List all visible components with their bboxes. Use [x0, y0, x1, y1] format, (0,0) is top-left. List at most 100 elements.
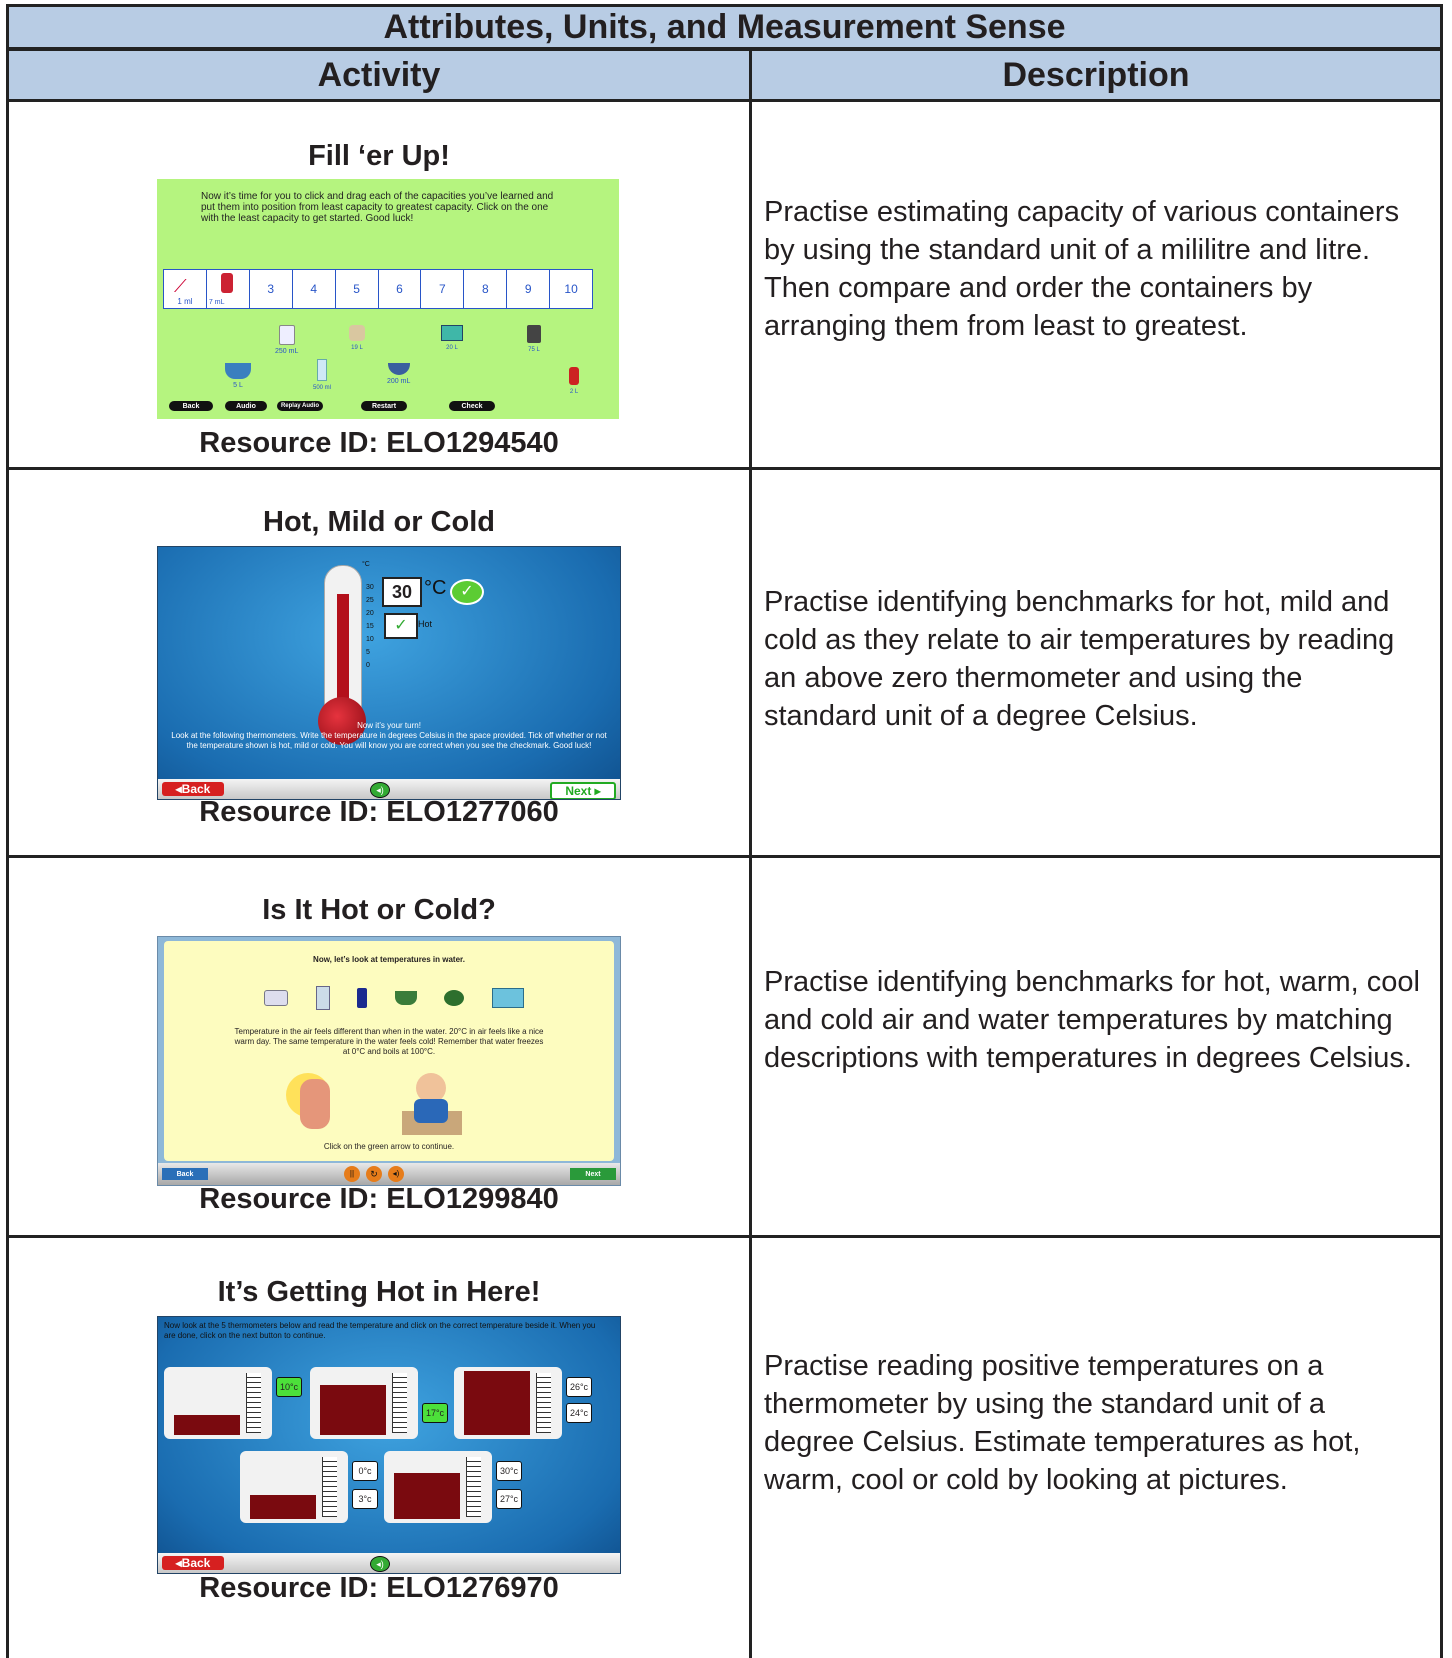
item-bowl[interactable]: 200 mL	[387, 363, 410, 386]
instructions-text: Look at the following thermometers. Writ…	[171, 731, 607, 750]
audio-icon[interactable]: ◂)	[370, 1556, 390, 1572]
description-text: Practise identifying benchmarks for hot,…	[764, 966, 1420, 1074]
glass-icon	[315, 986, 330, 1010]
activity-cell: Fill ‘er Up! Now it’s time for you to cl…	[9, 102, 752, 467]
back-label: Back	[181, 782, 211, 796]
thermometer-card	[240, 1451, 348, 1523]
table-row: Is It Hot or Cold? Now, let’s look at te…	[6, 858, 1443, 1238]
scale-unit: °C	[362, 561, 370, 568]
replay-icon[interactable]: ↻	[366, 1166, 382, 1182]
header-row: Activity Description	[6, 48, 1443, 102]
choice-24c[interactable]: 24°c	[566, 1403, 592, 1423]
slot-7[interactable]: 7	[421, 270, 465, 308]
slot-6[interactable]: 6	[379, 270, 422, 308]
choice-17c[interactable]: 17°c	[422, 1403, 448, 1423]
replay-audio-button[interactable]: Replay Audio	[277, 401, 323, 411]
body-text: Temperature in the air feels different t…	[234, 1027, 544, 1056]
slot-1[interactable]: ⟋1 ml	[164, 270, 207, 308]
table-title: Attributes, Units, and Measurement Sense	[383, 7, 1066, 46]
tea-cup-icon	[394, 991, 417, 1005]
resource-id: Resource ID: ELO1294540	[199, 427, 559, 459]
item-soda-bottle[interactable]: 2 L	[569, 367, 579, 396]
slot-10[interactable]: 10	[564, 282, 578, 296]
back-button[interactable]: ◂ Back	[162, 782, 224, 796]
audio-button[interactable]: Audio	[225, 401, 267, 411]
icon-row	[264, 985, 524, 1011]
content-panel: Now, let’s look at temperatures in water…	[164, 941, 614, 1161]
pause-icon[interactable]: ||	[344, 1166, 360, 1182]
resource-id: Resource ID: ELO1299840	[199, 1183, 559, 1215]
slot-4[interactable]: 4	[293, 270, 336, 308]
next-label: Next	[565, 784, 592, 798]
choice-10c[interactable]: 10°c	[276, 1377, 302, 1397]
item-bucket[interactable]: 5 L	[225, 363, 251, 390]
slot-8[interactable]: 8	[464, 270, 508, 308]
item-toilet[interactable]: 19 L	[349, 325, 365, 352]
thermometer-card	[454, 1367, 562, 1439]
ice-cube-icon	[264, 990, 288, 1006]
slot-5[interactable]: 5	[336, 270, 379, 308]
back-button[interactable]: Back	[169, 401, 213, 411]
item-trashcan[interactable]: 75 L	[527, 325, 541, 354]
button-bar: Back Audio Replay Audio Restart Check	[165, 401, 595, 413]
item-glass[interactable]: 250 mL	[275, 325, 298, 356]
check-icon: ✓	[450, 579, 484, 605]
slot-9[interactable]: 9	[507, 270, 551, 308]
activity-title: Is It Hot or Cold?	[262, 894, 496, 926]
instructions-text: Now look at the 5 thermometers below and…	[164, 1321, 596, 1340]
soda-can-icon	[357, 988, 368, 1008]
description-cell: Practise identifying benchmarks for hot,…	[752, 858, 1440, 1235]
activity-cell: It’s Getting Hot in Here! Now look at th…	[9, 1238, 752, 1658]
instructions-heading: Now it’s your turn!	[357, 721, 421, 730]
hot-person-illustration	[286, 1065, 346, 1135]
activity-header: Activity	[9, 51, 752, 99]
nav-bar: ◂ Back ◂)	[158, 1553, 620, 1573]
footer-text: Click on the green arrow to continue.	[323, 1142, 455, 1151]
choice-27c[interactable]: 27°c	[496, 1489, 522, 1509]
item-water-bottle[interactable]: 500 ml	[313, 359, 331, 392]
check-button[interactable]: Check	[449, 401, 495, 411]
description-text: Practise identifying benchmarks for hot,…	[764, 586, 1395, 732]
activity-title: Fill ‘er Up!	[308, 140, 450, 172]
hot-checkbox[interactable]: ✓	[384, 613, 418, 639]
audio-icon[interactable]: ◂)	[370, 782, 390, 798]
thermometer-card	[310, 1367, 418, 1439]
restart-button[interactable]: Restart	[361, 401, 407, 411]
activity-screenshot: Now look at the 5 thermometers below and…	[157, 1316, 621, 1574]
resource-id: Resource ID: ELO1276970	[199, 1572, 559, 1604]
description-header: Description	[1002, 55, 1190, 94]
slot-2[interactable]: 7 mL	[207, 270, 250, 308]
bathtub-icon	[491, 988, 524, 1008]
back-button[interactable]: ◂ Back	[162, 1556, 224, 1570]
back-button[interactable]: Back	[162, 1168, 208, 1180]
instructions-text: Now it’s time for you to click and drag …	[201, 191, 554, 224]
next-label: Next	[585, 1170, 601, 1178]
description-cell: Practise estimating capacity of various …	[752, 102, 1440, 467]
reading-unit: °C	[424, 577, 447, 599]
table-row: Fill ‘er Up! Now it’s time for you to cl…	[6, 102, 1443, 470]
slot-3[interactable]: 3	[250, 270, 293, 308]
item-aquarium[interactable]: 20 L	[441, 325, 463, 352]
choice-30c[interactable]: 30°c	[496, 1461, 522, 1481]
cold-person-illustration	[396, 1067, 466, 1137]
next-button[interactable]: Next	[570, 1168, 616, 1180]
thermometer	[324, 565, 362, 717]
description-cell: Practise reading positive temperatures o…	[752, 1238, 1440, 1658]
teapot-icon	[444, 990, 465, 1006]
activity-screenshot: Now, let’s look at temperatures in water…	[157, 936, 621, 1186]
temperature-input[interactable]: 30	[382, 577, 422, 607]
choice-0c[interactable]: 0°c	[352, 1461, 378, 1481]
choice-26c[interactable]: 26°c	[566, 1377, 592, 1397]
activity-title: Hot, Mild or Cold	[263, 506, 495, 538]
thermometer-card	[164, 1367, 272, 1439]
activity-title: It’s Getting Hot in Here!	[217, 1276, 541, 1308]
audio-icon[interactable]: ◂)	[388, 1166, 404, 1182]
next-button[interactable]: Next ▸	[550, 782, 616, 799]
hot-label: Hot	[418, 619, 433, 629]
description-text: Practise estimating capacity of various …	[764, 196, 1400, 342]
nav-bar: ◂ Back ◂) Next ▸	[158, 779, 620, 799]
choice-3c[interactable]: 3°c	[352, 1489, 378, 1509]
